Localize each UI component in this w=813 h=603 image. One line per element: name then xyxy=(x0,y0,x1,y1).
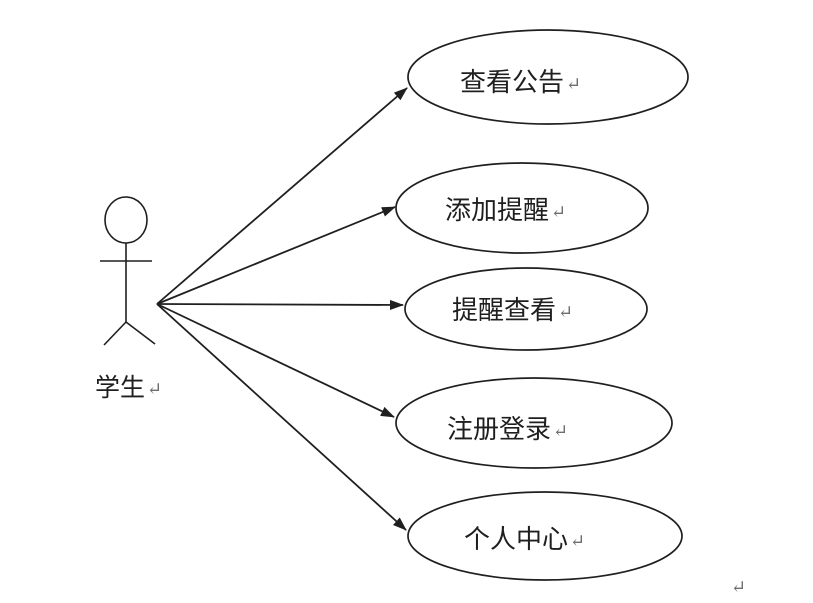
use-case-text: 添加提醒 xyxy=(445,196,549,225)
use-case-label-register-login: 注册登录↵ xyxy=(447,415,568,444)
use-case-text: 注册登录 xyxy=(447,415,551,444)
paragraph-mark-icon: ↵ xyxy=(566,74,581,94)
association-register-login xyxy=(156,303,395,418)
association-personal-center xyxy=(156,303,407,531)
paragraph-mark-icon: ↵ xyxy=(731,577,746,597)
use-case-ellipse-view-announcements xyxy=(407,29,689,125)
association-view-reminders xyxy=(156,299,404,310)
use-case-label-view-reminders: 提醒查看↵ xyxy=(452,296,573,325)
use-case-text: 提醒查看 xyxy=(452,296,556,325)
paragraph-mark-icon: ↵ xyxy=(553,421,568,441)
use-case-text: 个人中心 xyxy=(464,525,568,554)
associations xyxy=(156,87,408,531)
use-case-ellipse-view-reminders xyxy=(404,267,648,351)
actor-label: 学生↵ xyxy=(95,374,162,402)
paragraph-mark-icon: ↵ xyxy=(551,202,566,222)
use-case-ellipse-personal-center xyxy=(407,491,683,581)
actor-label-text: 学生 xyxy=(95,374,145,402)
use-case-label-add-reminder: 添加提醒↵ xyxy=(445,196,566,225)
use-case-label-view-announcements: 查看公告↵ xyxy=(460,68,581,97)
association-view-announcements xyxy=(156,87,408,305)
use-case-ellipse-add-reminder xyxy=(395,162,649,254)
actor-figure xyxy=(100,196,156,346)
association-add-reminder xyxy=(156,206,396,305)
paragraph-mark-icon: ↵ xyxy=(570,531,585,551)
actor-head xyxy=(104,196,148,244)
use-case-label-personal-center: 个人中心↵ xyxy=(464,525,585,554)
paragraph-mark-icon: ↵ xyxy=(558,302,573,322)
paragraph-mark-icon: ↵ xyxy=(147,379,162,399)
use-case-ellipse-register-login xyxy=(395,377,673,469)
use-case-text: 查看公告 xyxy=(460,68,564,97)
actor-leg-right xyxy=(125,321,156,345)
actor-leg-left xyxy=(103,321,127,346)
